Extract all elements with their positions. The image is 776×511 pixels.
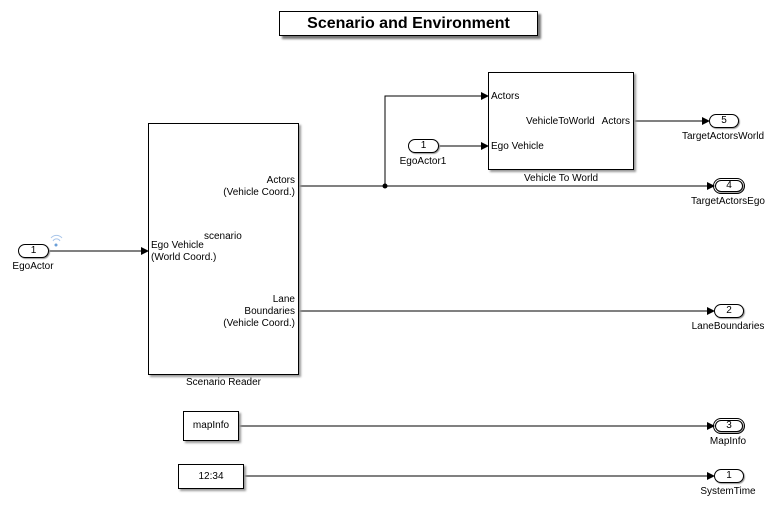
vehicle-to-world-block[interactable]: Actors Ego Vehicle VehicleToWorld Actors (488, 72, 634, 170)
clock-block[interactable]: 12:34 (178, 464, 244, 489)
inport-egoactor1-label: EgoActor1 (399, 156, 447, 167)
inport-egoactor1[interactable]: 1 (408, 139, 439, 153)
vehicle-to-world-name: Vehicle To World (523, 173, 599, 184)
outport-target-actors-world[interactable]: 5 (709, 114, 739, 128)
mapinfo-constant-block[interactable]: mapInfo (183, 411, 239, 441)
outport-lane-boundaries-label: LaneBoundaries (691, 321, 765, 332)
outport-target-actors-ego-label: TargetActorsEgo (691, 196, 765, 207)
port-label-ego-vehicle: Ego Vehicle (World Coord.) (151, 240, 217, 263)
outport-systemtime-label: SystemTime (700, 486, 756, 497)
port-label-actors-out: Actors (601, 116, 630, 127)
scenario-reader-name: Scenario Reader (185, 377, 262, 388)
signal-logging-icon[interactable] (50, 234, 63, 247)
scenario-reader-block[interactable]: Ego Vehicle (World Coord.) scenario Acto… (148, 123, 299, 375)
outport-target-actors-ego[interactable]: 4 (713, 178, 745, 194)
port-label-actors-in: Actors (491, 91, 520, 102)
port-label-ego-vehicle-in: Ego Vehicle (491, 141, 544, 152)
branch-point (382, 183, 388, 189)
block-center-label: scenario (204, 231, 242, 242)
outport-mapinfo-label: MapInfo (709, 436, 747, 447)
outport-systemtime[interactable]: 1 (714, 469, 744, 483)
outport-lane-boundaries[interactable]: 2 (714, 304, 744, 318)
outport-target-actors-world-label: TargetActorsWorld (681, 131, 765, 142)
inport-egoactor-label: EgoActor (12, 261, 54, 272)
subsystem-title: Scenario and Environment (279, 11, 538, 36)
port-label-lane-boundaries: Lane Boundaries (Vehicle Coord.) (223, 294, 295, 329)
port-label-actors: Actors (Vehicle Coord.) (223, 175, 295, 198)
block-center-label: VehicleToWorld (526, 116, 595, 127)
inport-egoactor[interactable]: 1 (18, 244, 49, 258)
outport-mapinfo[interactable]: 3 (713, 418, 745, 434)
wire-actors-branch[interactable] (384, 92, 489, 186)
